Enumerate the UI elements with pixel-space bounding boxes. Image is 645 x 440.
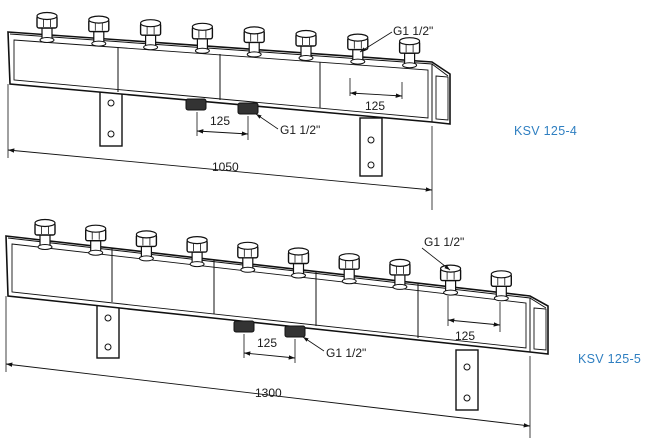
model-label: KSV 125-4: [514, 124, 577, 138]
top-outlet-valve: [287, 247, 310, 279]
top-outlet-valve: [347, 33, 369, 65]
thread-bottom-label: G1 1/2": [280, 123, 320, 137]
thread-bottom-label: G1 1/2": [326, 346, 366, 360]
pitch-bottom-label: 125: [210, 114, 230, 128]
manifold-body: [5, 235, 549, 355]
pitch-bottom-label: 125: [257, 336, 277, 350]
top-outlet-valve: [295, 29, 317, 61]
pitch-top-label: 125: [455, 329, 475, 343]
top-outlet-valve: [36, 11, 58, 43]
overall-length-label: 1300: [255, 386, 282, 400]
mounting-bracket-left: [99, 87, 123, 147]
dimension-pitch-top: 125: [349, 78, 403, 113]
mounting-bracket-left: [96, 299, 120, 359]
dimension-pitch-top: 125: [447, 296, 501, 343]
top-outlet-valve: [389, 258, 411, 290]
overall-length-label: 1050: [212, 160, 239, 174]
top-outlet-valve: [490, 270, 512, 302]
dimension-overall-length: 1050: [7, 84, 433, 210]
thread-bottom-callout: G1 1/2": [302, 336, 366, 360]
thread-top-label: G1 1/2": [393, 24, 433, 38]
dimension-pitch-bottom: 125: [196, 112, 249, 140]
top-outlet-valve: [186, 236, 208, 268]
top-outlet-valve: [84, 224, 107, 256]
top-outlet-valve: [191, 22, 214, 54]
top-outlet-valve: [338, 253, 360, 285]
top-outlet-valve: [139, 19, 162, 51]
dimension-overall-length: 1300: [5, 296, 531, 438]
top-outlet-valve: [243, 26, 265, 58]
bottom-outlet: [185, 98, 207, 111]
top-outlet-row: [34, 218, 512, 302]
mounting-bracket-right: [359, 117, 383, 177]
top-outlet-valve: [88, 15, 110, 47]
bottom-outlet: [284, 325, 306, 338]
bottom-outlet: [233, 320, 255, 333]
pitch-top-label: 125: [365, 99, 385, 113]
thread-bottom-callout: G1 1/2": [255, 113, 320, 137]
top-outlet-valve: [398, 37, 421, 69]
top-outlet-valve: [34, 218, 56, 250]
mounting-bracket-right: [455, 349, 479, 411]
dimension-pitch-bottom: 125: [243, 334, 296, 363]
manifold-body: [7, 31, 451, 125]
model-label: KSV 125-5: [578, 352, 641, 366]
top-outlet-valve: [237, 241, 259, 273]
top-outlet-row: [36, 11, 421, 69]
thread-top-callout: G1 1/2": [359, 24, 433, 53]
bottom-outlet: [237, 102, 259, 115]
manifold-ksv-125-4: 125 G1 1/2" 125 G1 1/2" 1050 KSV 125-4: [7, 11, 577, 210]
manifold-ksv-125-5: 125 G1 1/2" 125 G1 1/2" 1300 KSV 125-5: [5, 218, 641, 438]
thread-top-callout: G1 1/2": [421, 235, 464, 271]
top-outlet-valve: [135, 230, 158, 262]
thread-top-label: G1 1/2": [424, 235, 464, 249]
